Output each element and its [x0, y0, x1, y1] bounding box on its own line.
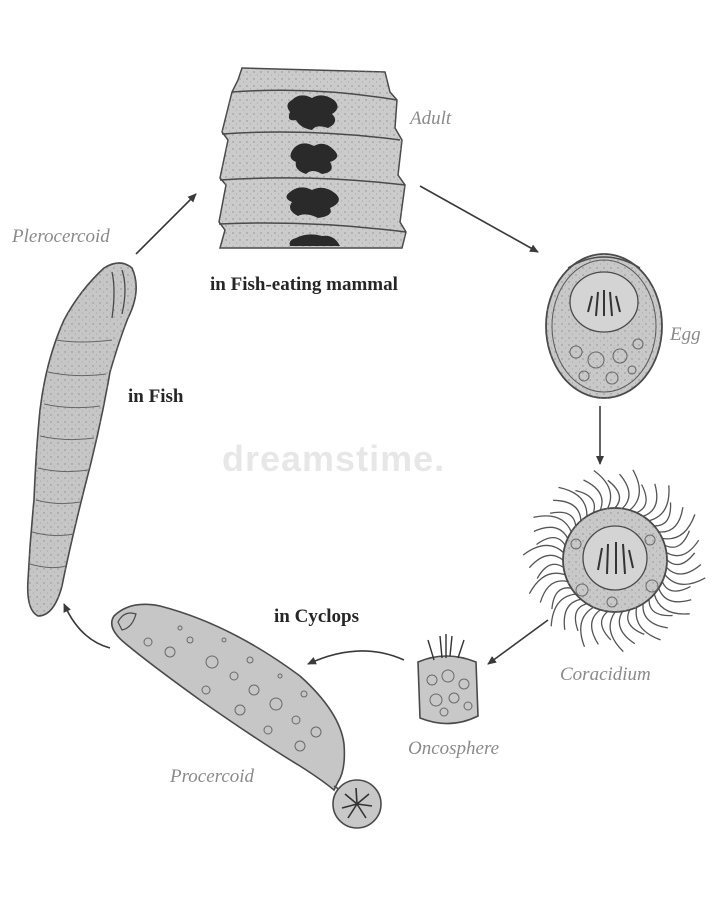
cilium — [664, 574, 706, 585]
cilium — [629, 469, 640, 511]
cilium — [653, 593, 690, 615]
host-label-mammal: in Fish-eating mammal — [210, 274, 398, 295]
cilium — [528, 572, 566, 595]
stage-label-procercoid: Procercoid — [170, 766, 255, 787]
adult-worm — [218, 67, 407, 249]
cilium — [601, 610, 612, 641]
egg-illustration — [545, 253, 663, 399]
cilium — [618, 611, 636, 645]
stage-label-adult: Adult — [410, 108, 452, 129]
watermark-text: dreamstime. — [222, 438, 446, 479]
cilium — [609, 611, 624, 653]
cilium — [627, 609, 645, 636]
cilium — [666, 552, 696, 566]
cilium — [563, 598, 582, 630]
cilium — [666, 539, 700, 557]
cilium — [558, 486, 588, 517]
cycle-arrows — [63, 185, 604, 665]
stage-label-plerocercoid: Plerocercoid — [12, 226, 110, 247]
cilium — [654, 502, 672, 527]
cilium — [648, 599, 673, 617]
coracidium-illustration — [522, 469, 706, 653]
cilium — [619, 473, 630, 509]
cilium — [648, 485, 670, 522]
cilium — [591, 609, 601, 645]
arrow-plerocercoid-to-adult — [135, 193, 197, 255]
cilium — [536, 563, 564, 579]
cilium — [642, 483, 658, 517]
cilium — [658, 587, 692, 603]
cilium — [662, 514, 696, 540]
cilium — [536, 537, 566, 546]
arrow-adult-to-egg — [419, 185, 539, 253]
host-label-fish: in Fish — [128, 386, 184, 407]
cilium — [553, 499, 582, 521]
oncosphere-illustration — [417, 634, 479, 725]
cilium — [642, 603, 668, 629]
cilium — [551, 587, 572, 610]
cilium — [580, 606, 594, 648]
cilium — [533, 515, 572, 533]
arrow-coracidium-to-oncosphere — [487, 619, 549, 665]
arrow-procercoid-to-plerocercoid — [63, 603, 111, 649]
procercoid-illustration — [110, 603, 382, 829]
cilium — [666, 564, 702, 575]
arrow-oncosphere-to-procercoid — [307, 650, 405, 665]
uterus-organs — [286, 95, 340, 246]
cilium — [636, 484, 647, 514]
cilium — [658, 507, 684, 533]
cilium — [549, 511, 577, 526]
cilium — [635, 607, 661, 641]
stage-label-egg: Egg — [670, 324, 701, 345]
cilium — [607, 479, 621, 509]
stage-label-coracidium: Coracidium — [560, 664, 651, 685]
cilium — [664, 530, 691, 548]
cilium — [528, 554, 564, 569]
plerocercoid-illustration — [26, 262, 137, 617]
cilium — [539, 580, 568, 603]
cilium — [550, 593, 576, 627]
cilium — [661, 581, 691, 592]
cilium — [522, 544, 564, 556]
cilium — [533, 526, 569, 539]
cilium — [583, 479, 603, 511]
cilium — [575, 489, 595, 513]
stage-label-oncosphere: Oncosphere — [408, 738, 500, 759]
cilium — [593, 469, 612, 509]
host-label-cyclops: in Cyclops — [274, 606, 359, 627]
cilium — [574, 603, 588, 632]
